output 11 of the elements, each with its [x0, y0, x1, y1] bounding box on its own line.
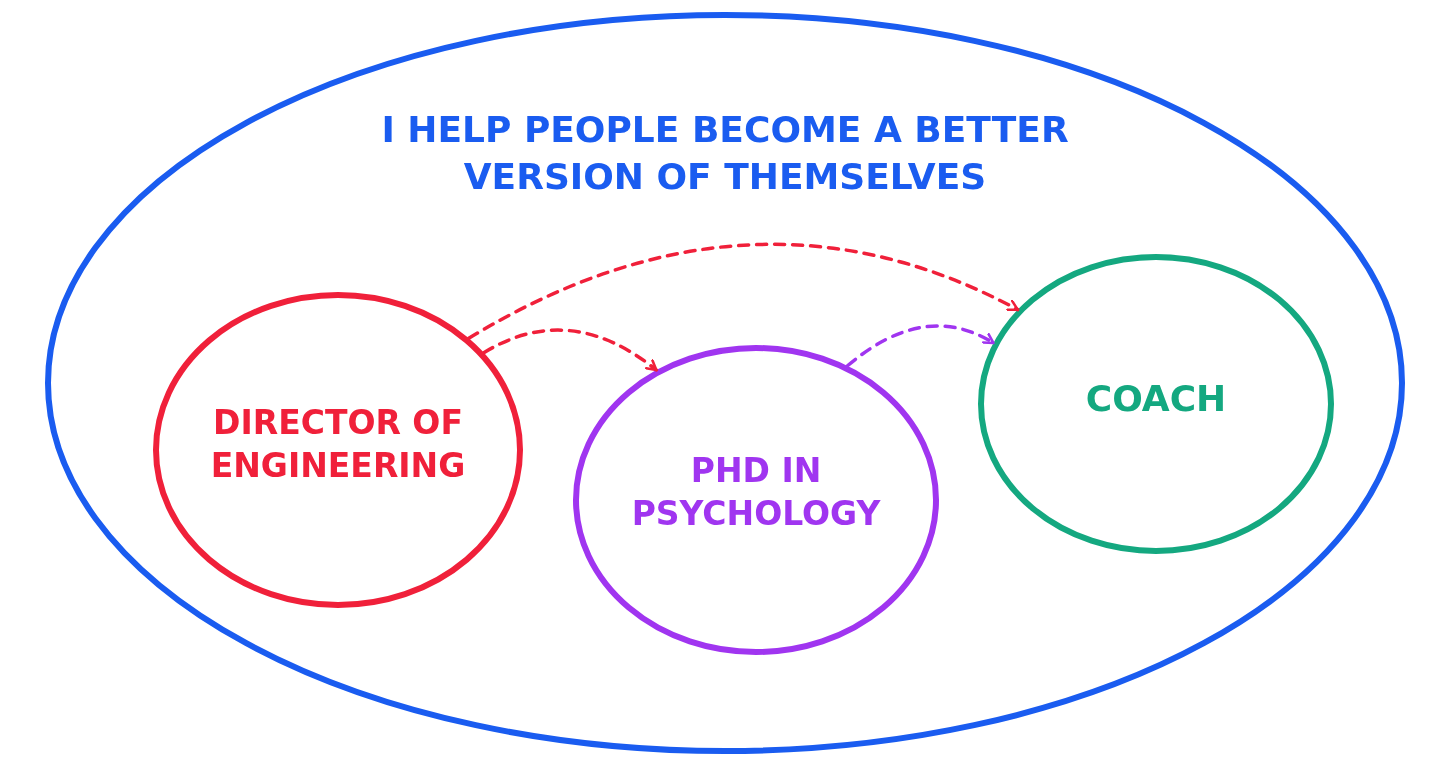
oval-node: [978, 254, 1334, 554]
dashed-arrow: [845, 324, 996, 368]
oval-node: [153, 292, 523, 608]
oval-node: [45, 12, 1405, 754]
dashed-arrow: [482, 328, 659, 372]
node-label: PHD IN PSYCHOLOGY: [630, 450, 882, 535]
heading-text: I HELP PEOPLE BECOME A BETTER VERSION OF THEMSELVES: [380, 108, 1070, 199]
dashed-arrow: [467, 243, 1020, 341]
node-label: DIRECTOR OF ENGINEERING: [209, 402, 467, 487]
oval-node: [573, 345, 939, 655]
node-label: COACH: [1084, 377, 1228, 421]
